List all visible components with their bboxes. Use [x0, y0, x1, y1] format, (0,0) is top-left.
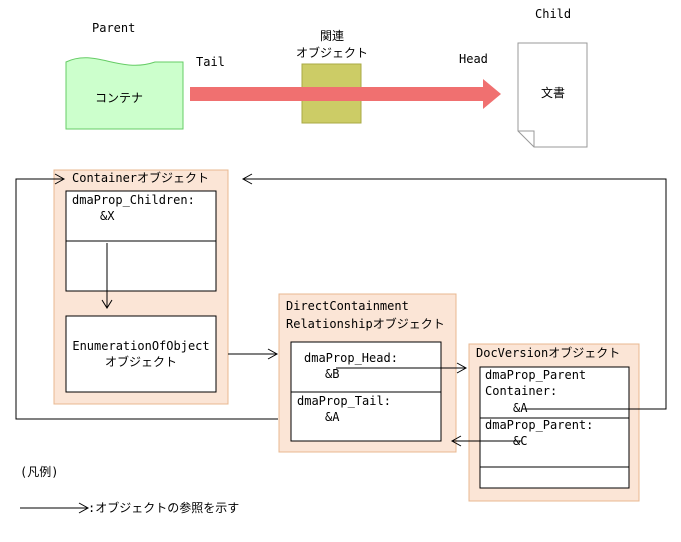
document-fold: [518, 130, 535, 147]
parent-prop-line2: &C: [513, 434, 528, 448]
tail-label: Tail: [196, 55, 225, 69]
container-label: コンテナ: [95, 91, 144, 105]
tail-prop-line1: dmaProp_Tail:: [297, 394, 391, 408]
relation-label-line1: 関連: [319, 29, 344, 43]
big-arrow-shaft: [190, 87, 483, 101]
ref-arrow-head-head: [456, 362, 468, 374]
parent-container-line2: Container:: [485, 384, 558, 398]
parent-prop-line1: dmaProp_Parent:: [485, 418, 594, 432]
head-prop-line1: dmaProp_Head:: [304, 351, 398, 365]
ref-arrow-children-head: [101, 299, 113, 309]
head-prop-line2: &B: [325, 367, 340, 381]
document-label: 文書: [541, 86, 566, 100]
children-prop-line2: &X: [100, 209, 115, 223]
ref-arrow-tail: [15, 178, 278, 420]
relationship-title-line1: DirectContainment: [286, 299, 409, 313]
docversion-box-title: DocVersionオブジェクト: [476, 346, 621, 360]
container-folder-shape: [65, 57, 184, 130]
legend-arrow-head: [78, 502, 90, 514]
relation-label-line2: オブジェクト: [295, 46, 368, 60]
parent-container-line1: dmaProp_Parent: [485, 368, 587, 382]
enumeration-line1: EnumerationOfObject: [72, 339, 210, 353]
enumeration-line2: オブジェクト: [104, 355, 177, 369]
children-prop-line1: dmaProp_Children:: [72, 193, 195, 207]
parent-label: Parent: [92, 21, 136, 35]
child-label: Child: [535, 7, 572, 21]
parent-container-line3: &A: [513, 401, 528, 415]
legend-description: :オブジェクトの参照を示す: [88, 501, 240, 515]
ref-arrow-parent-container-head: [241, 173, 253, 185]
relationship-title-line2: Relationshipオブジェクト: [286, 317, 445, 331]
head-label: Head: [459, 52, 488, 66]
tail-prop-line2: &A: [325, 410, 340, 424]
legend-title: (凡例): [20, 465, 59, 479]
ref-arrow-tail-head: [54, 173, 66, 185]
enumeration-object-box: [65, 315, 217, 393]
container-box-title: Containerオブジェクト: [72, 171, 210, 185]
ref-arrow-parent-head: [450, 435, 462, 447]
ref-arrow-parent-container: [243, 178, 667, 410]
document-shape: [517, 42, 588, 148]
ref-arrow-enumeration-head: [267, 348, 279, 360]
docversion-property-box: [479, 366, 630, 489]
big-arrow-head: [483, 79, 501, 109]
